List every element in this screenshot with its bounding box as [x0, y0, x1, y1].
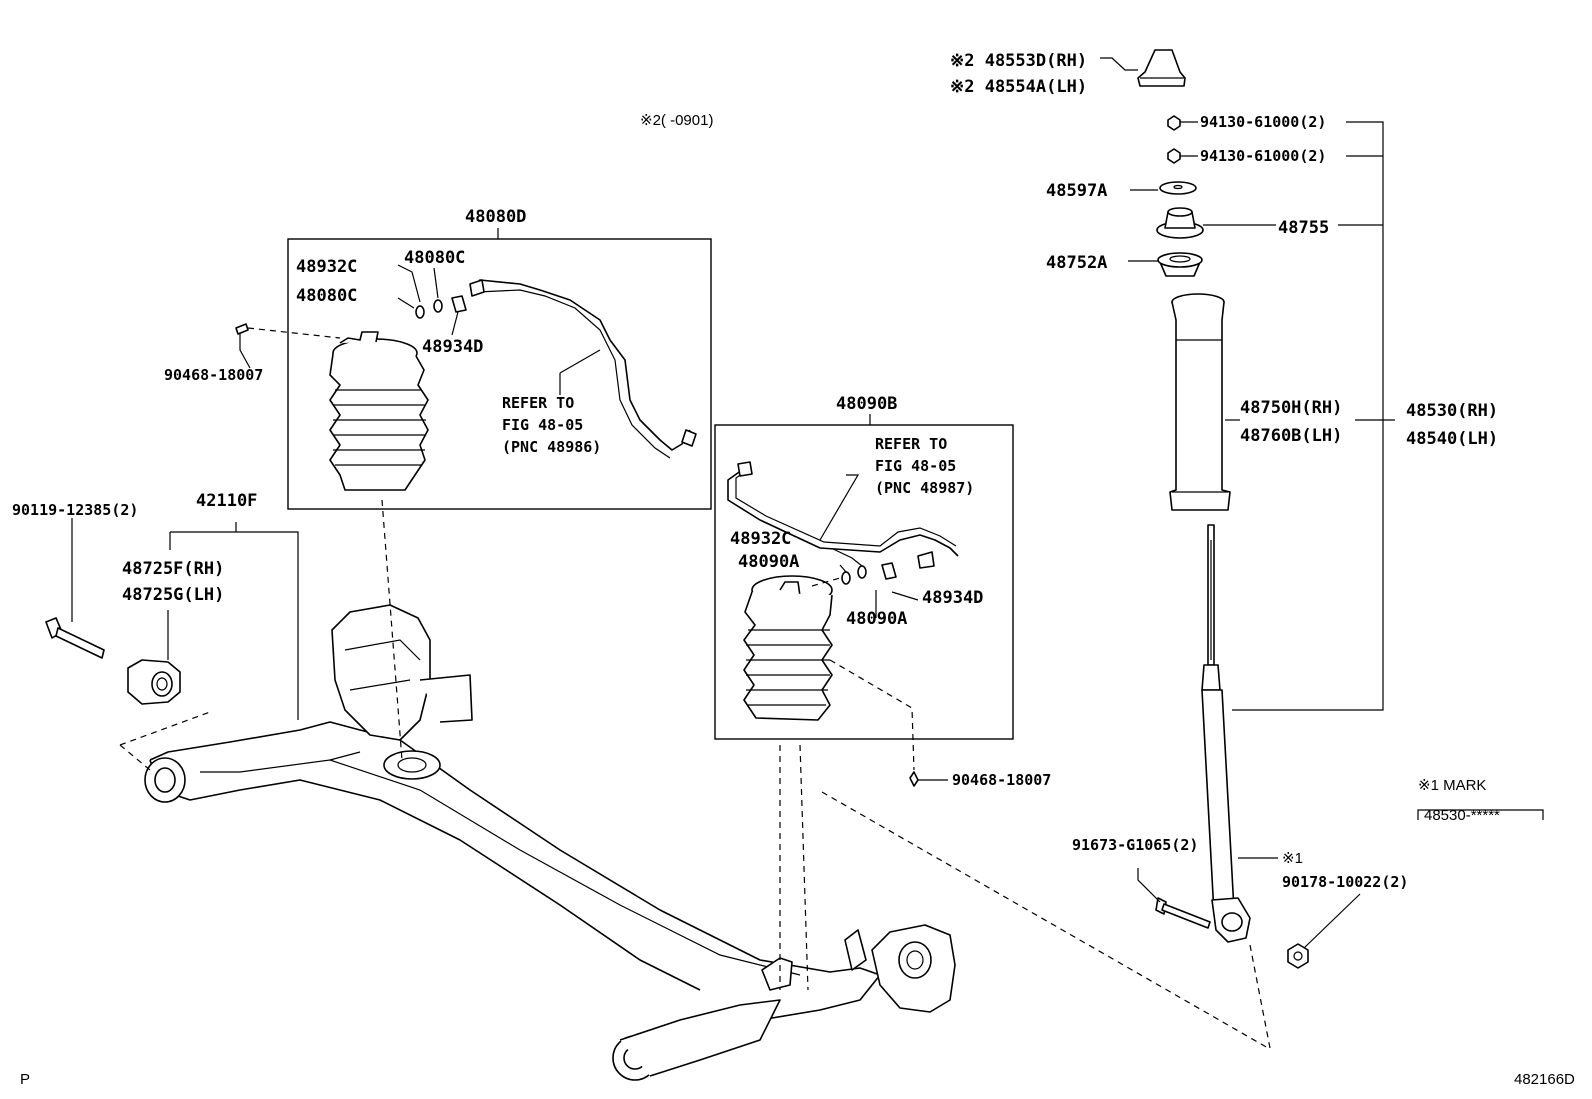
label-note-0901: ※2( -0901): [640, 112, 713, 129]
box-48080d: [287, 238, 712, 510]
axle-beam: [144, 604, 956, 1081]
orings-right: [841, 562, 897, 585]
air-spring-right: [743, 575, 833, 721]
label-mark-value: 48530-*****: [1424, 807, 1500, 824]
label-48752a: 48752A: [1046, 253, 1107, 273]
label-refer-right-1: REFER TO: [875, 435, 947, 453]
label-90178: 90178-10022(2): [1282, 873, 1408, 891]
bushing-48725-icon: [127, 659, 181, 705]
clip-right-icon: [909, 771, 919, 787]
label-nut-1: 94130-61000(2): [1200, 113, 1326, 131]
nut-90178-icon: [1287, 943, 1309, 969]
orings-left: [415, 295, 467, 319]
leader-bumpstop: [1100, 57, 1138, 71]
bolt-90119-icon: [45, 617, 105, 659]
air-line-right: [727, 461, 959, 569]
label-nut-2: 94130-61000(2): [1200, 147, 1326, 165]
label-48725f: 48725F(RH): [122, 559, 224, 579]
label-48090b: 48090B: [836, 394, 897, 414]
label-48934d-left: 48934D: [422, 337, 483, 357]
label-48750h: 48750H(RH): [1240, 398, 1342, 418]
support-48752a: [1157, 252, 1203, 277]
mark-box-bracket: [1417, 809, 1544, 820]
label-refer-right-2: FIG 48-05: [875, 457, 956, 475]
label-91673: 91673-G1065(2): [1072, 836, 1198, 854]
corner-letter: P: [20, 1071, 30, 1088]
bump-stop-cap: [1137, 49, 1186, 87]
label-48760b: 48760B(LH): [1240, 426, 1342, 446]
label-48090a-left: 48090A: [738, 552, 799, 572]
label-48725g: 48725G(LH): [122, 585, 224, 605]
label-48932c-left: 48932C: [296, 257, 357, 277]
label-refer-right-3: (PNC 48987): [875, 479, 974, 497]
figure-id: 482166D: [1514, 1071, 1575, 1088]
label-42110f: 42110F: [196, 491, 257, 511]
label-48597a: 48597A: [1046, 181, 1107, 201]
box-48090b: [714, 424, 1014, 740]
label-48080c-top: 48080C: [404, 248, 465, 268]
label-90468-right: 90468-18007: [952, 771, 1051, 789]
bracket-42110f: [169, 522, 299, 720]
mount-48755: [1156, 207, 1204, 239]
label-48530: 48530(RH): [1406, 401, 1498, 421]
label-90119: 90119-12385(2): [12, 501, 138, 519]
label-bumpstop-rh: ※2 48553D(RH): [950, 51, 1087, 71]
nut-lower-icon: [1167, 148, 1181, 164]
clip-left-icon: [235, 323, 249, 335]
label-48540: 48540(LH): [1406, 429, 1498, 449]
label-48090a-right: 48090A: [846, 609, 907, 629]
air-spring-left: [329, 331, 429, 491]
label-refer-left-1: REFER TO: [502, 394, 574, 412]
assembly-bracket: [1232, 121, 1395, 711]
label-48755: 48755: [1278, 218, 1329, 238]
label-refer-left-2: FIG 48-05: [502, 416, 583, 434]
label-48080d: 48080D: [465, 207, 526, 227]
label-bumpstop-lh: ※2 48554A(LH): [950, 77, 1087, 97]
bolt-91673-icon: [1155, 897, 1211, 929]
nut-upper-icon: [1167, 115, 1181, 131]
label-90468-left: 90468-18007: [164, 366, 263, 384]
label-mark-title: ※1 MARK: [1418, 777, 1486, 794]
washer-48597a: [1159, 181, 1197, 195]
label-mark-ref: ※1: [1282, 850, 1303, 867]
label-48932c-right: 48932C: [730, 529, 791, 549]
air-line-left: [469, 279, 697, 459]
label-48080c-left: 48080C: [296, 286, 357, 306]
shock-absorber-body: [1201, 524, 1251, 943]
label-48934d-right: 48934D: [922, 588, 983, 608]
label-refer-left-3: (PNC 48986): [502, 438, 601, 456]
dust-boot-48750h: [1169, 293, 1231, 511]
